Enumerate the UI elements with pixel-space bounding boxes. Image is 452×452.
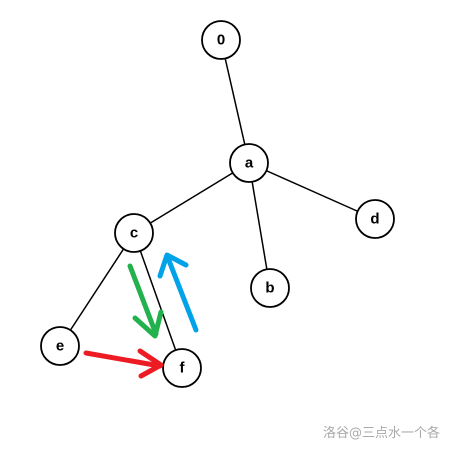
node-circle-a — [229, 143, 269, 183]
node-circle-f — [162, 348, 202, 388]
green-arrow-shaft — [127, 263, 159, 337]
edge-a-c — [133, 162, 250, 234]
blue-arrow-shaft — [165, 255, 199, 333]
node-0: 0 — [201, 20, 241, 60]
red-arrow-shaft — [83, 350, 163, 369]
node-a: a — [229, 143, 269, 183]
node-label-e: e — [56, 338, 64, 355]
node-circle-c — [114, 213, 154, 253]
red-arrow — [83, 348, 164, 379]
green-arrow — [127, 263, 164, 339]
node-label-0: 0 — [217, 32, 225, 49]
node-label-d: d — [370, 211, 379, 228]
node-circle-b — [250, 268, 290, 308]
node-c: c — [114, 213, 154, 253]
edge-0-a — [220, 39, 250, 164]
node-circle-0 — [201, 20, 241, 60]
node-label-a: a — [245, 155, 254, 172]
blue-arrow — [157, 252, 199, 333]
node-label-b: b — [265, 280, 274, 297]
blue-arrow-head — [157, 252, 189, 279]
nodes-layer: 0 a b c d e f — [40, 20, 395, 388]
edge-c-e — [59, 232, 135, 347]
node-d: d — [355, 199, 395, 239]
node-label-f: f — [180, 360, 186, 377]
edges-layer — [59, 39, 376, 369]
node-circle-d — [355, 199, 395, 239]
red-arrow-head — [137, 348, 164, 379]
edge-c-f — [133, 232, 183, 369]
edge-a-b — [248, 162, 271, 289]
node-f: f — [162, 348, 202, 388]
watermark-text: 洛谷@三点水一个各 — [322, 426, 440, 441]
edge-a-d — [248, 162, 376, 220]
node-circle-e — [40, 326, 80, 366]
green-arrow-head — [132, 309, 164, 339]
node-label-c: c — [130, 225, 138, 242]
node-b: b — [250, 268, 290, 308]
arrows-layer — [83, 252, 199, 379]
node-e: e — [40, 326, 80, 366]
